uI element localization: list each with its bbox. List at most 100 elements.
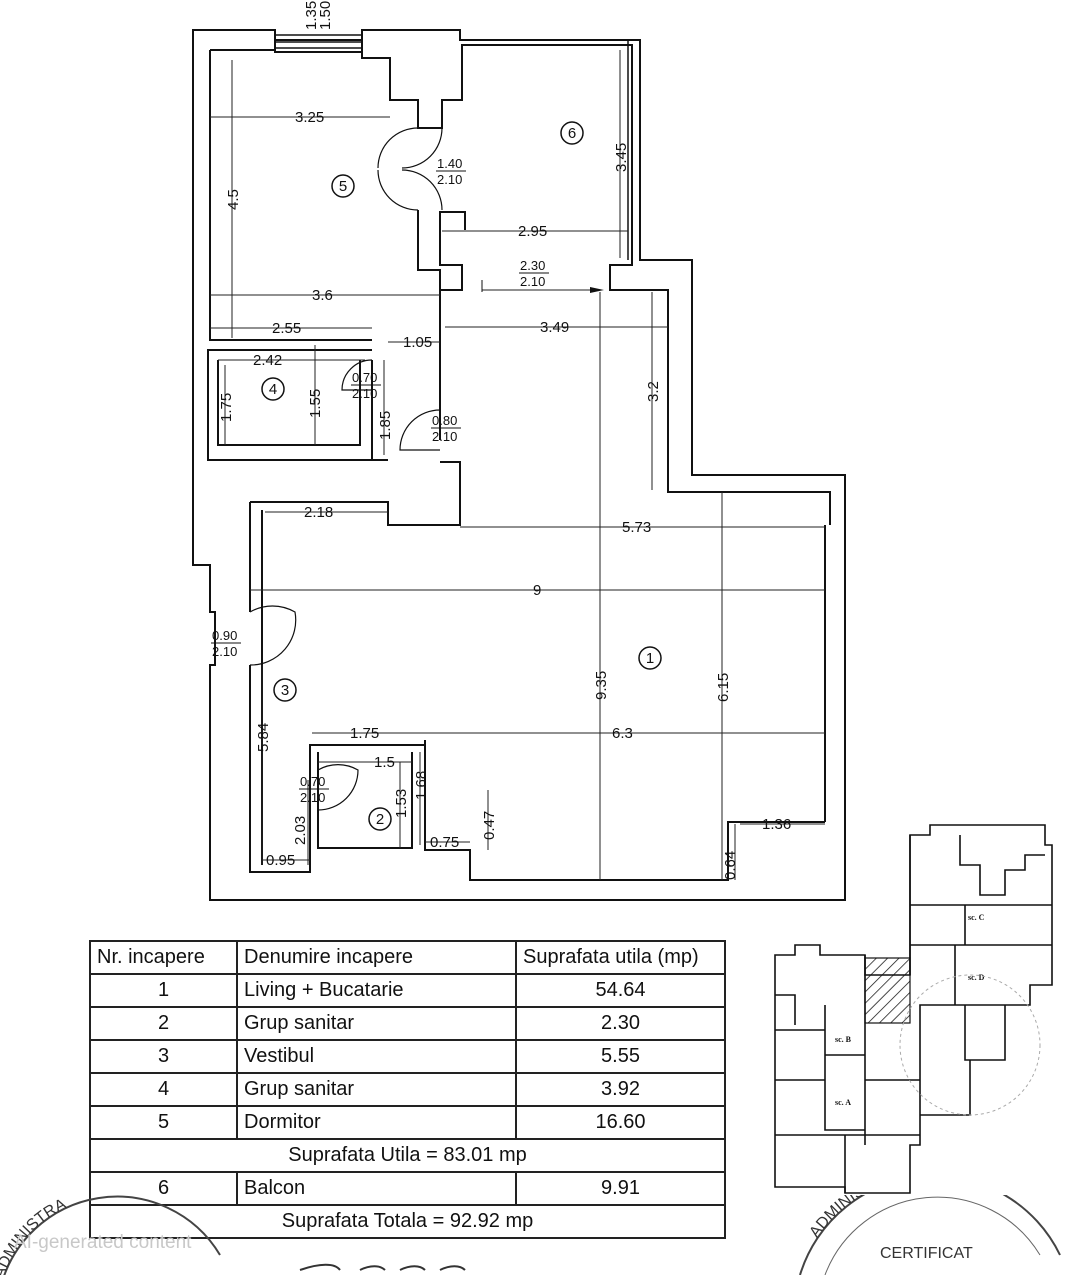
table-row: 4 Grup sanitar 3.92 [89,1072,726,1107]
room-number-5: 5 [339,178,347,195]
room-numbers: 6 5 4 1 3 2 [269,125,654,828]
door-label-0-80: 0.80 2.10 [431,413,461,444]
room-marker-3 [273,678,297,702]
dim-6-15: 6.15 [715,673,732,702]
window-dim-label: 1.35 1.50 [303,1,334,30]
door-label-1-40: 1.40 2.10 [436,156,466,187]
door-swings [249,127,443,811]
dim-9-35: 9.35 [593,671,610,700]
door-width: 0.80 [432,413,457,428]
section-label-c: sc. C [968,913,985,922]
dim-3-6: 3.6 [312,287,333,304]
cell-area: 54.64 [515,973,726,1008]
room-marker-4 [261,377,285,401]
dim-4-5: 4.5 [225,189,242,210]
dim-1-05: 1.05 [403,334,432,351]
door-width: 1.40 [437,156,462,171]
dim-1-75-horizontal: 1.75 [350,725,379,742]
dim-3-25: 3.25 [295,109,324,126]
door-labels: 1.40 2.10 2.30 2.10 0.70 2.10 0.80 2.10 … [211,156,549,805]
dim-2-95: 2.95 [518,223,547,240]
door-width: 2.30 [520,258,545,273]
table-row: 2 Grup sanitar 2.30 [89,1006,726,1041]
door-label-2-30: 2.30 2.10 [519,258,549,289]
room-number-6: 6 [568,125,576,142]
outer-walls [192,29,846,901]
door-width: 0.70 [352,370,377,385]
cell-name: Dormitor [236,1105,517,1140]
dim-6-3: 6.3 [612,725,633,742]
right-stamp-text: ADMINISTRAȚIEI ȘI INT [806,1195,976,1241]
door-label-0-90: 0.90 2.10 [211,628,241,659]
table-row: 1 Living + Bucatarie 54.64 [89,973,726,1008]
stamp-scribble [299,1263,466,1271]
dim-1-75-vertical: 1.75 [218,393,235,422]
room-marker-2 [368,807,392,831]
door-height: 2.10 [352,386,377,401]
dim-1-5: 1.5 [374,754,395,771]
section-label-b: sc. B [835,1035,852,1044]
site-plan: sc. C sc. D sc. B sc. A [774,824,1053,1194]
door-swing-entry [249,605,297,666]
door-swing-5-6 [377,127,419,211]
header-name: Denumire incapere [236,940,517,975]
room-area-table: Nr. incapere Denumire incapere Suprafata… [89,940,726,1239]
cell-area: 3.92 [515,1072,726,1107]
dim-9: 9 [533,582,541,599]
room-marker-6 [560,121,584,145]
room-marker-5 [331,174,355,198]
cell-name: Grup sanitar [236,1072,517,1107]
table-row: 3 Vestibul 5.55 [89,1039,726,1074]
door-swing-2 [317,764,359,811]
table-header-row: Nr. incapere Denumire incapere Suprafata… [89,940,726,975]
cell-nr: 2 [89,1006,238,1041]
section-label-d: sc. D [968,973,985,982]
dim-5-73: 5.73 [622,519,651,536]
cell-nr: 6 [89,1171,238,1206]
room-marker-1 [638,646,662,670]
door-height: 2.10 [437,172,462,187]
room-number-4: 4 [269,381,277,398]
suprafata-utila: Suprafata Utila = 83.01 mp [89,1138,726,1173]
dim-2-03: 2.03 [292,816,309,845]
dim-0-75: 0.75 [430,834,459,851]
door-swing-hall [399,409,441,451]
arrow-marker-icon [481,280,604,293]
dimension-labels: 3.25 4.5 3.45 2.95 3.6 2.55 1.05 3.49 2.… [218,109,791,880]
cell-name: Vestibul [236,1039,517,1074]
door-height: 2.10 [432,429,457,444]
door-height: 2.10 [300,790,325,805]
dim-1-68: 1.68 [413,771,430,800]
ai-watermark: AI-generated content [14,1232,192,1253]
dim-5-84: 5.84 [255,723,272,752]
dim-3-45: 3.45 [613,143,630,172]
hatched-unit [864,957,911,1024]
dimension-lines [210,50,825,880]
cell-name: Grup sanitar [236,1006,517,1041]
top-window [275,34,640,260]
table-total-utila-row: Suprafata Utila = 83.01 mp [89,1138,726,1173]
table-row: 6 Balcon 9.91 [89,1171,726,1206]
cell-name: Living + Bucatarie [236,973,517,1008]
dim-3-2: 3.2 [645,381,662,402]
dim-0-95: 0.95 [266,852,295,869]
dim-0-47: 0.47 [481,811,498,840]
room-number-1: 1 [646,650,654,667]
cell-nr: 4 [89,1072,238,1107]
dim-1-36: 1.36 [762,816,791,833]
suprafata-totala: Suprafata Totala = 92.92 mp [89,1204,726,1239]
door-width: 0.70 [300,774,325,789]
door-swing-4 [341,359,373,391]
door-height: 2.10 [520,274,545,289]
header-area: Suprafata utila (mp) [515,940,726,975]
cell-area: 9.91 [515,1171,726,1206]
section-label-a: sc. A [835,1098,851,1107]
dim-3-49: 3.49 [540,319,569,336]
header-nr: Nr. incapere [89,940,238,975]
dim-2-55: 2.55 [272,320,301,337]
door-label-0-70-b: 0.70 2.10 [299,774,329,805]
floor-plan: 6 5 4 1 3 2 3.25 4.5 3.45 2.95 3.6 2.55 … [192,29,846,901]
door-width: 0.90 [212,628,237,643]
cell-nr: 5 [89,1105,238,1140]
table-row: 5 Dormitor 16.60 [89,1105,726,1140]
